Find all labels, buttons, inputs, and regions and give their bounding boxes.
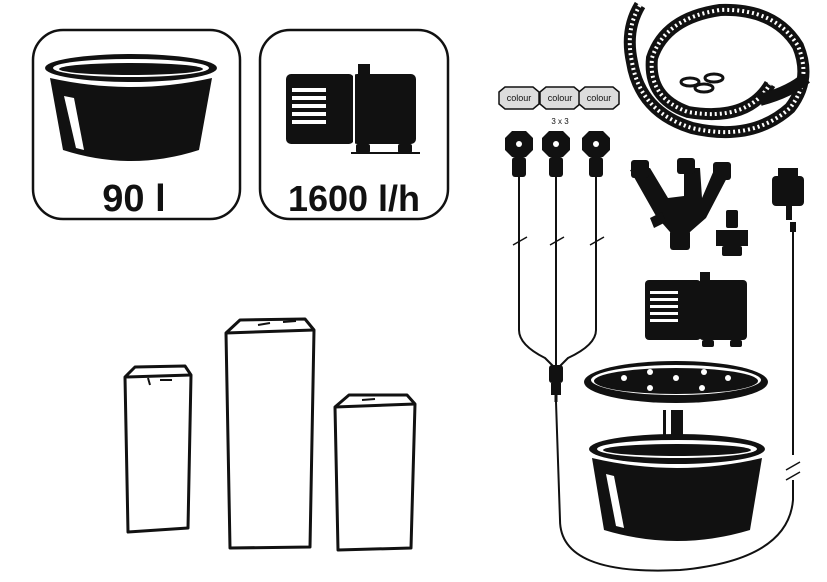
led-spot-1 — [505, 131, 533, 177]
basin-volume-label: 90 l — [102, 178, 165, 220]
kit-pump — [645, 272, 747, 347]
distributor — [630, 158, 731, 250]
kit-basin — [589, 410, 765, 541]
tall-column-center — [224, 317, 316, 550]
colour-cap-2: colour — [539, 86, 581, 110]
power-adapter — [555, 168, 804, 572]
pump-spec-card: 1600 l/h — [258, 28, 450, 221]
cable-connector — [549, 365, 563, 402]
basin-lid — [584, 361, 768, 403]
led-spotlights — [505, 131, 610, 402]
basin-spec-card: 90 l — [31, 28, 242, 221]
medium-column-right — [333, 393, 417, 552]
colour-cap-3-label: colour — [587, 93, 612, 103]
led-quantity-label: 3 x 3 — [551, 117, 569, 126]
led-spot-2 — [542, 131, 570, 177]
hose-coil — [623, 1, 810, 139]
short-column-left — [123, 364, 193, 534]
colour-cap-1-label: colour — [507, 93, 532, 103]
pump-flow-label: 1600 l/h — [288, 178, 420, 219]
colour-cap-3: colour — [578, 86, 620, 110]
pump-icon — [286, 64, 420, 154]
stone-columns — [123, 317, 417, 552]
basin-icon — [45, 54, 217, 161]
hose-connector — [716, 210, 748, 256]
colour-cap-1: colour — [498, 86, 540, 110]
led-cables — [512, 177, 605, 367]
colour-cap-2-label: colour — [548, 93, 573, 103]
led-colour-caps: colour colour colour 3 x 3 — [498, 86, 620, 126]
led-spot-3 — [582, 131, 610, 177]
